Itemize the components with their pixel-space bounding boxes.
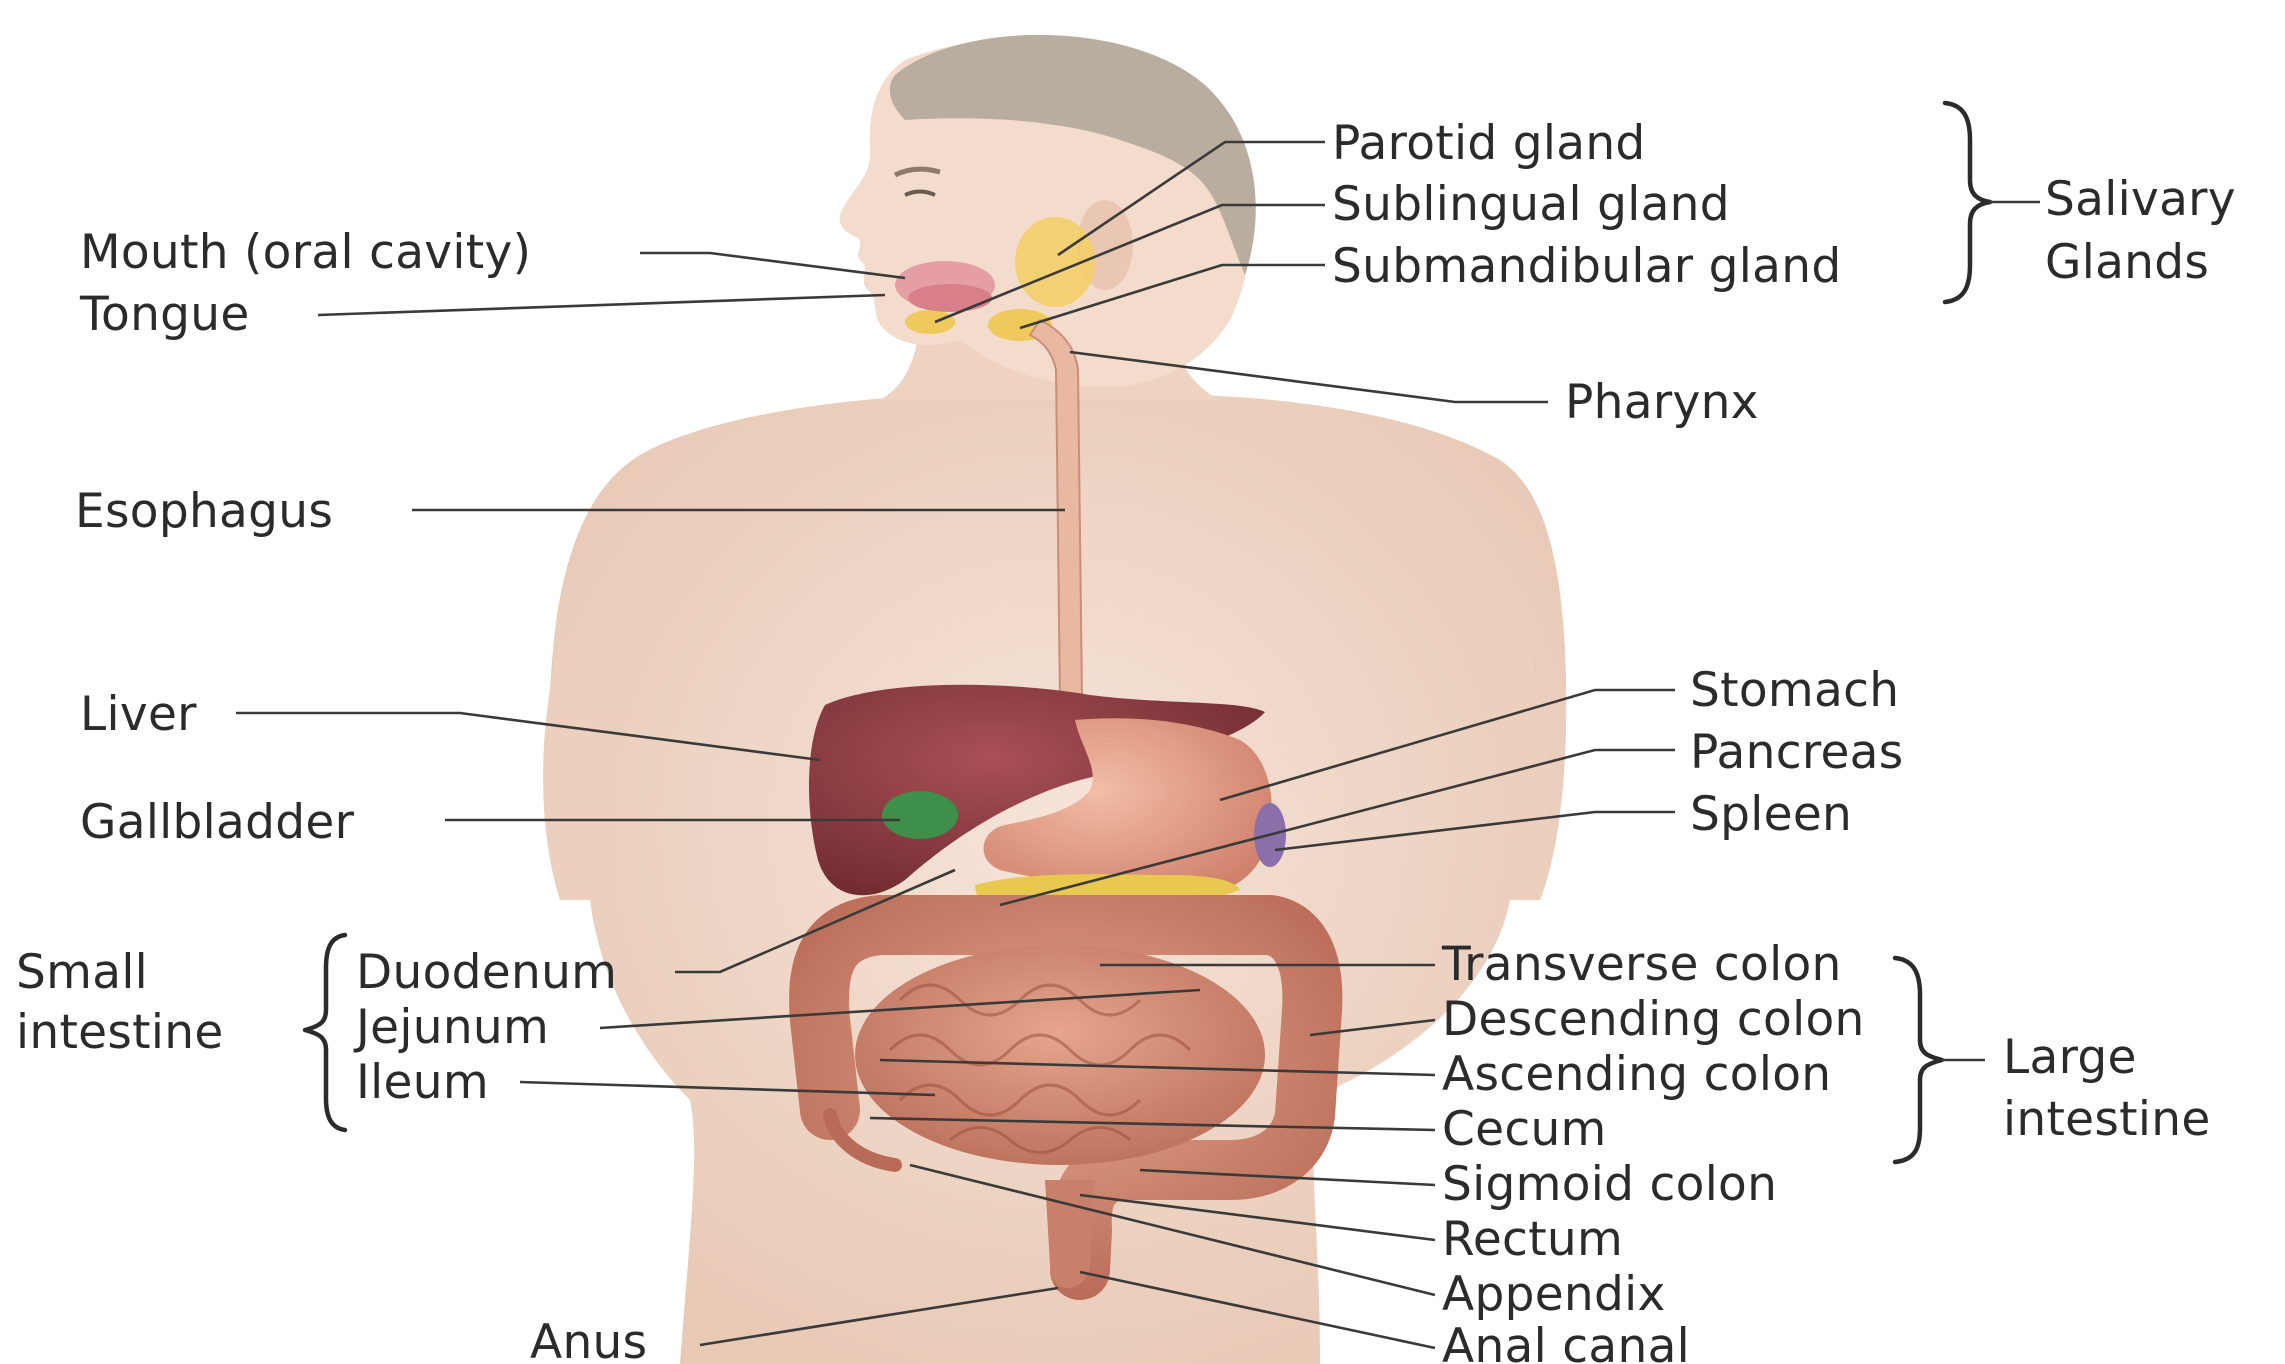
body-figure	[543, 35, 1566, 1364]
label-descending-colon: Descending colon	[1442, 992, 1865, 1047]
sublingual-gland-shape	[905, 310, 955, 334]
label-sigmoid-colon: Sigmoid colon	[1442, 1157, 1777, 1212]
label-appendix: Appendix	[1442, 1267, 1666, 1322]
label-small-line2: intestine	[16, 1005, 224, 1060]
gallbladder-shape	[882, 791, 958, 839]
label-rectum: Rectum	[1442, 1212, 1623, 1267]
label-jejunum: Jejunum	[353, 1000, 549, 1055]
label-pharynx: Pharynx	[1565, 375, 1759, 430]
label-duodenum: Duodenum	[356, 945, 617, 1000]
label-esophagus: Esophagus	[75, 484, 333, 539]
label-spleen: Spleen	[1690, 787, 1852, 842]
large-intestine-brace	[1895, 958, 1942, 1162]
tongue-shape	[908, 284, 992, 312]
label-mouth: Mouth (oral cavity)	[80, 225, 531, 280]
label-anal-canal: Anal canal	[1442, 1319, 1690, 1364]
label-gallbladder: Gallbladder	[80, 795, 355, 850]
label-ascending-colon: Ascending colon	[1442, 1047, 1831, 1102]
label-sublingual-gland: Sublingual gland	[1332, 177, 1730, 232]
label-cecum: Cecum	[1442, 1102, 1607, 1157]
salivary-brace	[1945, 103, 1990, 302]
label-pancreas: Pancreas	[1690, 725, 1904, 780]
label-submandibular-gland: Submandibular gland	[1332, 239, 1841, 294]
label-anus: Anus	[530, 1315, 647, 1364]
label-salivary-line2: Glands	[2045, 235, 2209, 290]
label-liver: Liver	[80, 687, 197, 742]
label-salivary-line1: Salivary	[2045, 172, 2236, 227]
label-tongue: Tongue	[79, 287, 250, 342]
label-large-line1: Large	[2003, 1030, 2137, 1085]
small-intestine-shape	[855, 945, 1265, 1165]
small-intestine-brace	[305, 935, 345, 1130]
label-ileum: Ileum	[356, 1055, 489, 1110]
label-small-line1: Small	[16, 945, 148, 1000]
label-large-line2: intestine	[2003, 1092, 2211, 1147]
label-parotid-gland: Parotid gland	[1332, 116, 1646, 171]
label-transverse-colon: Transverse colon	[1441, 937, 1842, 992]
label-stomach: Stomach	[1690, 663, 1899, 718]
